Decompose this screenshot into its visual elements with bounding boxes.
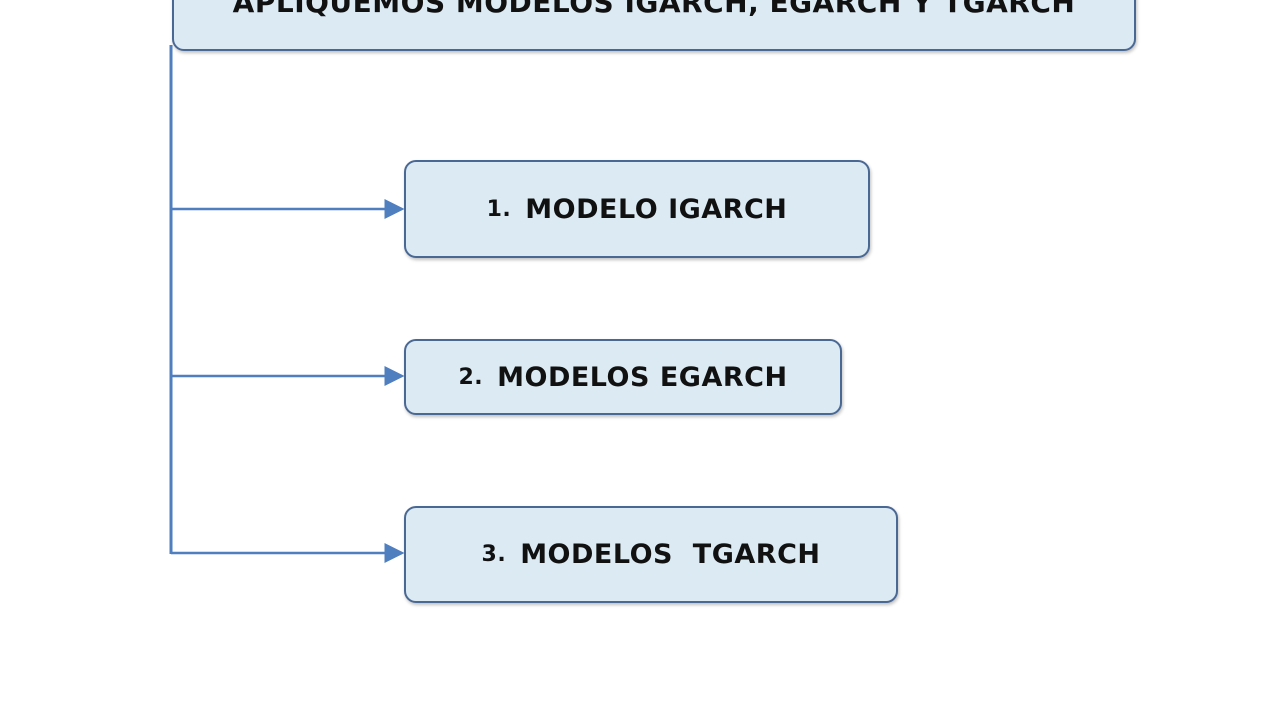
node-number: 3.	[481, 542, 507, 567]
node-egarch: 2. MODELOS EGARCH	[404, 339, 842, 415]
title-box: APLIQUEMOS MODELOS IGARCH, EGARCH Y TGAR…	[172, 0, 1136, 51]
node-tgarch: 3. MODELOS TGARCH	[404, 506, 898, 603]
node-number: 1.	[486, 196, 512, 222]
node-number: 2.	[458, 364, 484, 390]
node-label: MODELO IGARCH	[525, 193, 788, 225]
node-label: MODELOS TGARCH	[520, 539, 821, 570]
node-igarch: 1. MODELO IGARCH	[404, 160, 870, 258]
node-label: MODELOS EGARCH	[497, 361, 788, 393]
title-text: APLIQUEMOS MODELOS IGARCH, EGARCH Y TGAR…	[232, 0, 1076, 19]
